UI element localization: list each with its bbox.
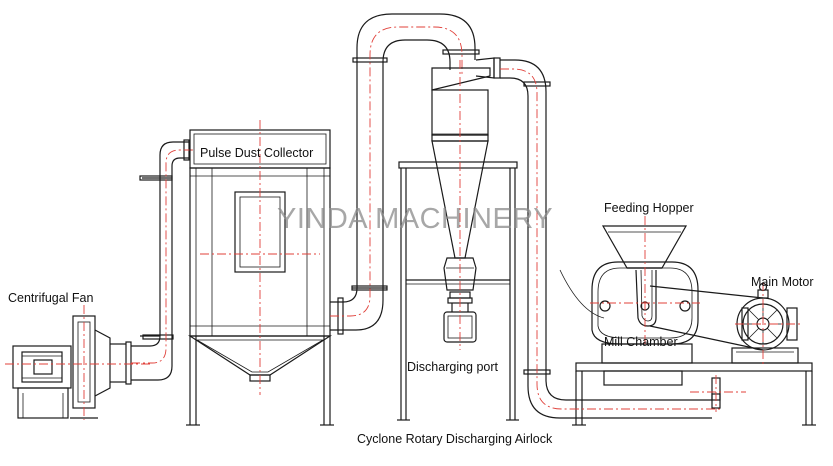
label-main-motor: Main Motor <box>751 275 814 289</box>
cyclone-frame-top <box>398 161 518 169</box>
label-mill-chamber: Mill Chamber <box>604 335 678 349</box>
mill-base-frame <box>570 362 816 426</box>
label-pulse-dust-collector: Pulse Dust Collector <box>200 146 313 160</box>
collector-inlet-pipe <box>330 13 480 335</box>
label-discharging-port: Discharging port <box>407 360 499 374</box>
main-motor <box>649 282 803 366</box>
mill-chamber <box>559 216 700 364</box>
fan-volute <box>94 329 111 397</box>
fan-motor-terminal <box>33 359 53 375</box>
fan-motor-stand <box>17 387 69 419</box>
mill-outlet-pipe <box>500 59 575 419</box>
cyclone-airlock <box>443 257 477 291</box>
watermark-text: YINDA MACHINERY <box>277 203 553 235</box>
pulse-dust-collector <box>186 120 334 426</box>
cyclone-separator <box>397 57 519 421</box>
fan-outlet-pipe <box>131 139 195 381</box>
fan-motor-housing <box>21 351 63 383</box>
cyclone-inlet-head <box>431 67 491 91</box>
mill-chamber-body <box>591 261 699 345</box>
label-feeding-hopper: Feeding Hopper <box>604 201 694 215</box>
label-centrifugal-fan: Centrifugal Fan <box>8 291 94 305</box>
labels: Pulse Dust Collector Centrifugal Fan Fee… <box>8 146 814 446</box>
mill-base-top <box>575 362 813 372</box>
centrifugal-fan <box>5 305 150 420</box>
label-cyclone-airlock: Cyclone Rotary Discharging Airlock <box>357 432 553 446</box>
